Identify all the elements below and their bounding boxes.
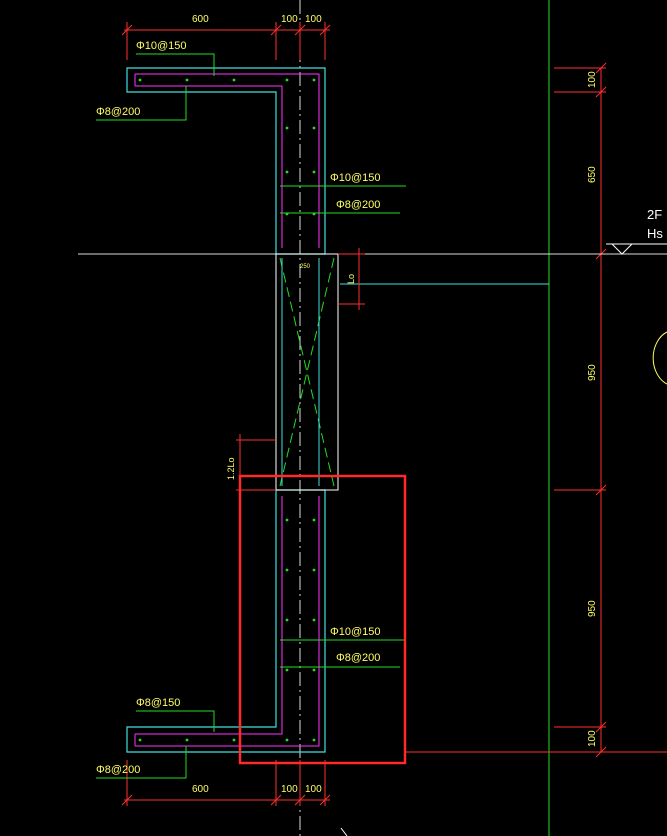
- upper-wall-outline: [126, 67, 326, 255]
- top-dim-100b: 100: [305, 14, 322, 25]
- right-dimension-ticks: [554, 62, 607, 758]
- rebar-label-lower-wall-2: Φ8@200: [336, 652, 380, 664]
- cut-zone: [275, 253, 339, 491]
- rebar-label-bot-slab-bot: Φ8@200: [96, 764, 140, 776]
- right-dim-100-top: 100: [587, 71, 598, 88]
- rebar-dots: [138, 78, 316, 742]
- cut-zone-diagonal-b: [279, 257, 335, 487]
- lo12-dimension: [236, 434, 276, 496]
- rebar-label-top-slab-top: Φ10@150: [136, 40, 187, 52]
- lo-dimension: [338, 248, 365, 310]
- bottom-dimension: [121, 760, 331, 806]
- level-marker-icon: [611, 243, 633, 255]
- lo12-label: 1.2Lo: [226, 457, 236, 480]
- level-hs: Hs: [647, 226, 663, 241]
- leader-top-slab-top: [136, 53, 215, 76]
- cut-zone-diagonal-a: [279, 257, 335, 487]
- upper-rebar-outer: [135, 73, 320, 248]
- lower-rebar-outer: [135, 496, 320, 747]
- highlight-box[interactable]: [238, 474, 407, 765]
- lo-label: Lo: [346, 274, 356, 284]
- right-dim-100-bot: 100: [587, 730, 598, 747]
- top-dim-100a: 100: [281, 14, 298, 25]
- leader-top-slab-bot: [96, 86, 187, 121]
- small-250: 250: [300, 264, 311, 270]
- rebar-label-bot-slab-top: Φ8@150: [136, 697, 180, 709]
- lower-wall-outline: [126, 489, 326, 753]
- leader-bot-slab-top: [136, 710, 215, 732]
- column-arc: [652, 331, 667, 385]
- top-dim-600: 600: [192, 14, 209, 25]
- right-dim-650: 650: [587, 166, 598, 183]
- bot-dim-100a: 100: [281, 784, 298, 795]
- bottom-stub-line: [340, 827, 348, 836]
- level-2f: 2F: [647, 207, 662, 222]
- upper-rebar-inner: [135, 85, 283, 248]
- top-dimension: [121, 22, 331, 60]
- bot-dim-600: 600: [192, 784, 209, 795]
- rebar-label-top-slab-bot: Φ8@200: [96, 106, 140, 118]
- rebar-label-upper-wall-1: Φ10@150: [330, 172, 381, 184]
- bot-dim-100b: 100: [305, 784, 322, 795]
- rebar-label-upper-wall-2: Φ8@200: [336, 199, 380, 211]
- lower-rebar-inner: [135, 496, 283, 735]
- leader-bot-slab-bot: [96, 746, 187, 779]
- right-dim-950-b: 950: [587, 600, 598, 617]
- rebar-label-lower-wall-1: Φ10@150: [330, 626, 381, 638]
- right-dim-950-a: 950: [587, 364, 598, 381]
